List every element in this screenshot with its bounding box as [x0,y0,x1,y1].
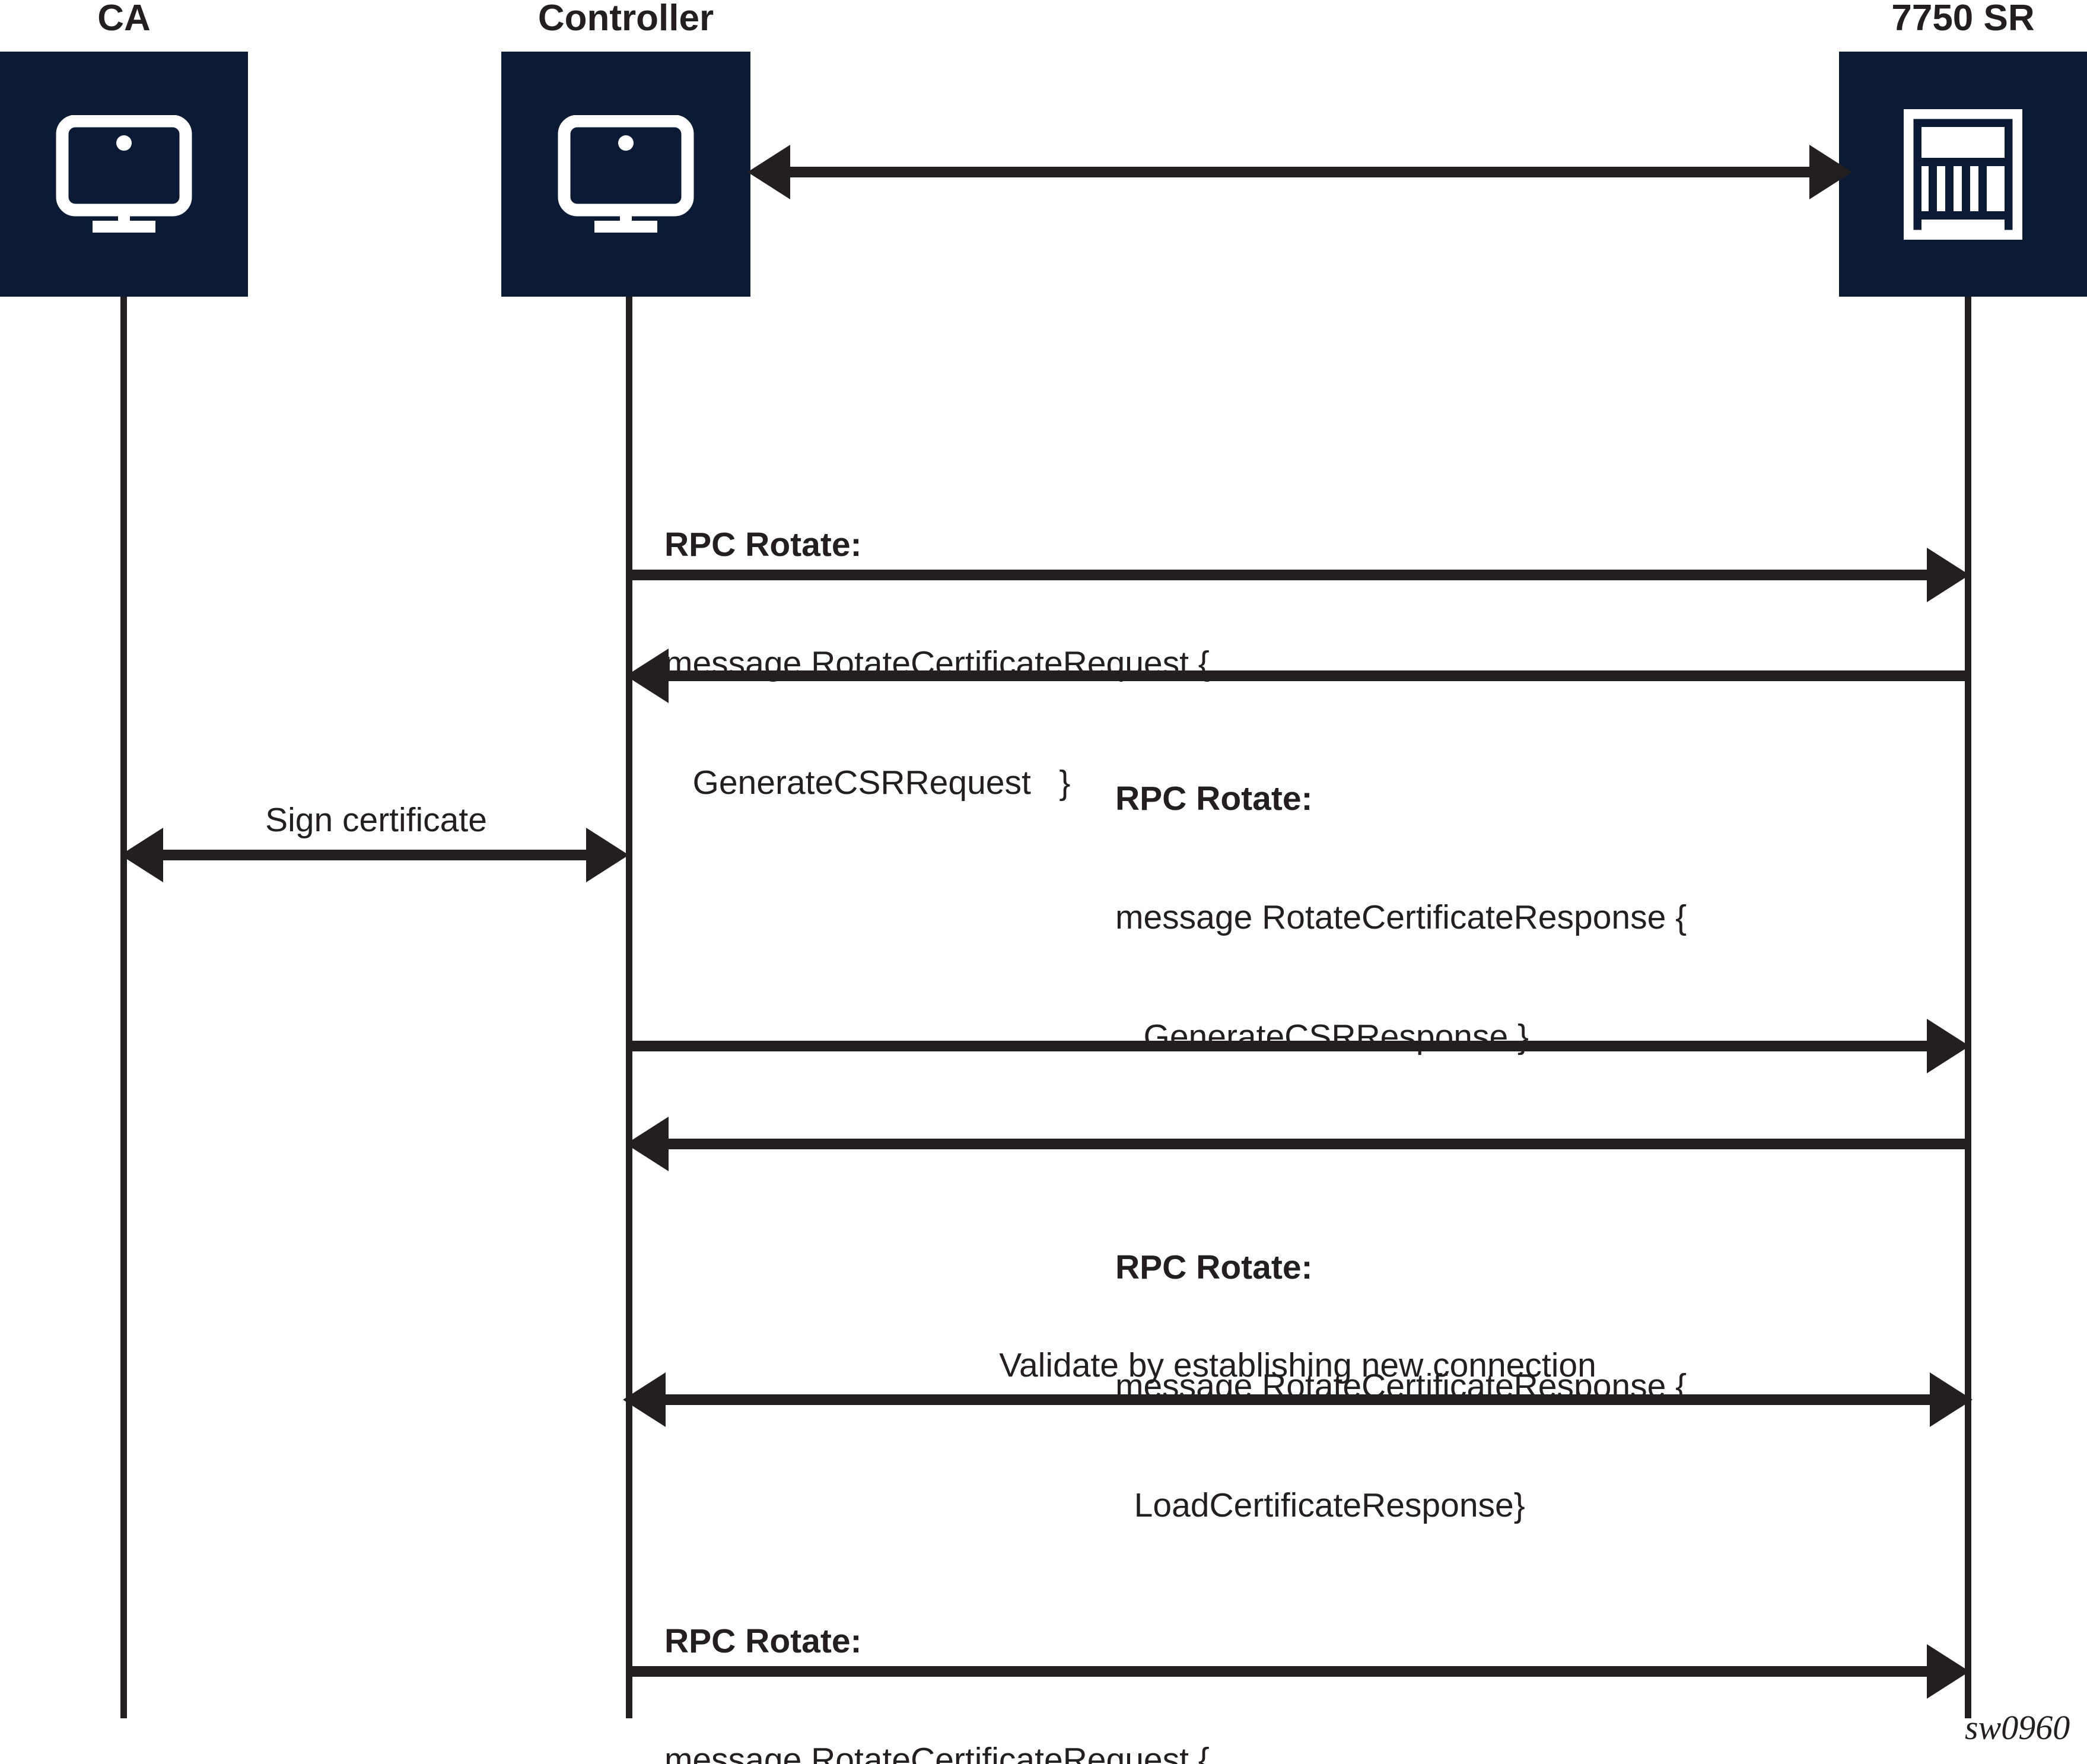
lifeline-ca [120,297,127,1718]
arrow-load-certificate-request [626,1019,1970,1073]
router-chassis-icon [1904,109,2022,240]
arrow-rotate-finalize-request [626,1644,1970,1699]
message-header: RPC Rotate: [664,1622,862,1661]
desktop-monitor-icon [56,115,192,233]
node-box-controller [501,52,750,297]
node-box-router [1839,52,2087,297]
node-title-router: 7750 SR [1891,0,2035,39]
arrow-initial-connection [747,145,1852,199]
node-box-ca [0,52,248,297]
message-label-sign-certificate: Sign certificate [265,801,487,839]
arrow-rotate-load-certificate-response [626,1117,1970,1171]
lifeline-controller [626,297,632,1718]
arrow-validate-new-connection [623,1372,1973,1427]
message-line-2: LoadCertificateResponse} [1115,1486,1525,1524]
desktop-monitor-icon [558,115,694,233]
message-line-1: message RotateCertificateResponse { [1115,898,1687,937]
message-header: RPC Rotate: [1115,1248,1313,1287]
message-header: RPC Rotate: [664,526,862,564]
figure-id-label: sw0960 [1965,1708,2070,1747]
arrow-rotate-generate-csr-response [626,649,1970,703]
message-label-validate-new-connection: Validate by establishing new connection [999,1346,1596,1384]
message-line-1: message RotateCertificateRequest { [664,1741,1210,1764]
arrow-sign-certificate [120,828,629,882]
arrow-rotate-generate-csr-request [626,548,1970,602]
lifeline-router [1965,297,1971,1718]
message-line-2: GenerateCSRRequest } [664,763,1071,802]
message-label-rotate-finalize-request: RPC Rotate: message RotateCertificateReq… [664,1543,1210,1764]
node-title-ca: CA [97,0,151,39]
node-title-controller: Controller [537,0,714,39]
message-header: RPC Rotate: [1115,780,1313,818]
